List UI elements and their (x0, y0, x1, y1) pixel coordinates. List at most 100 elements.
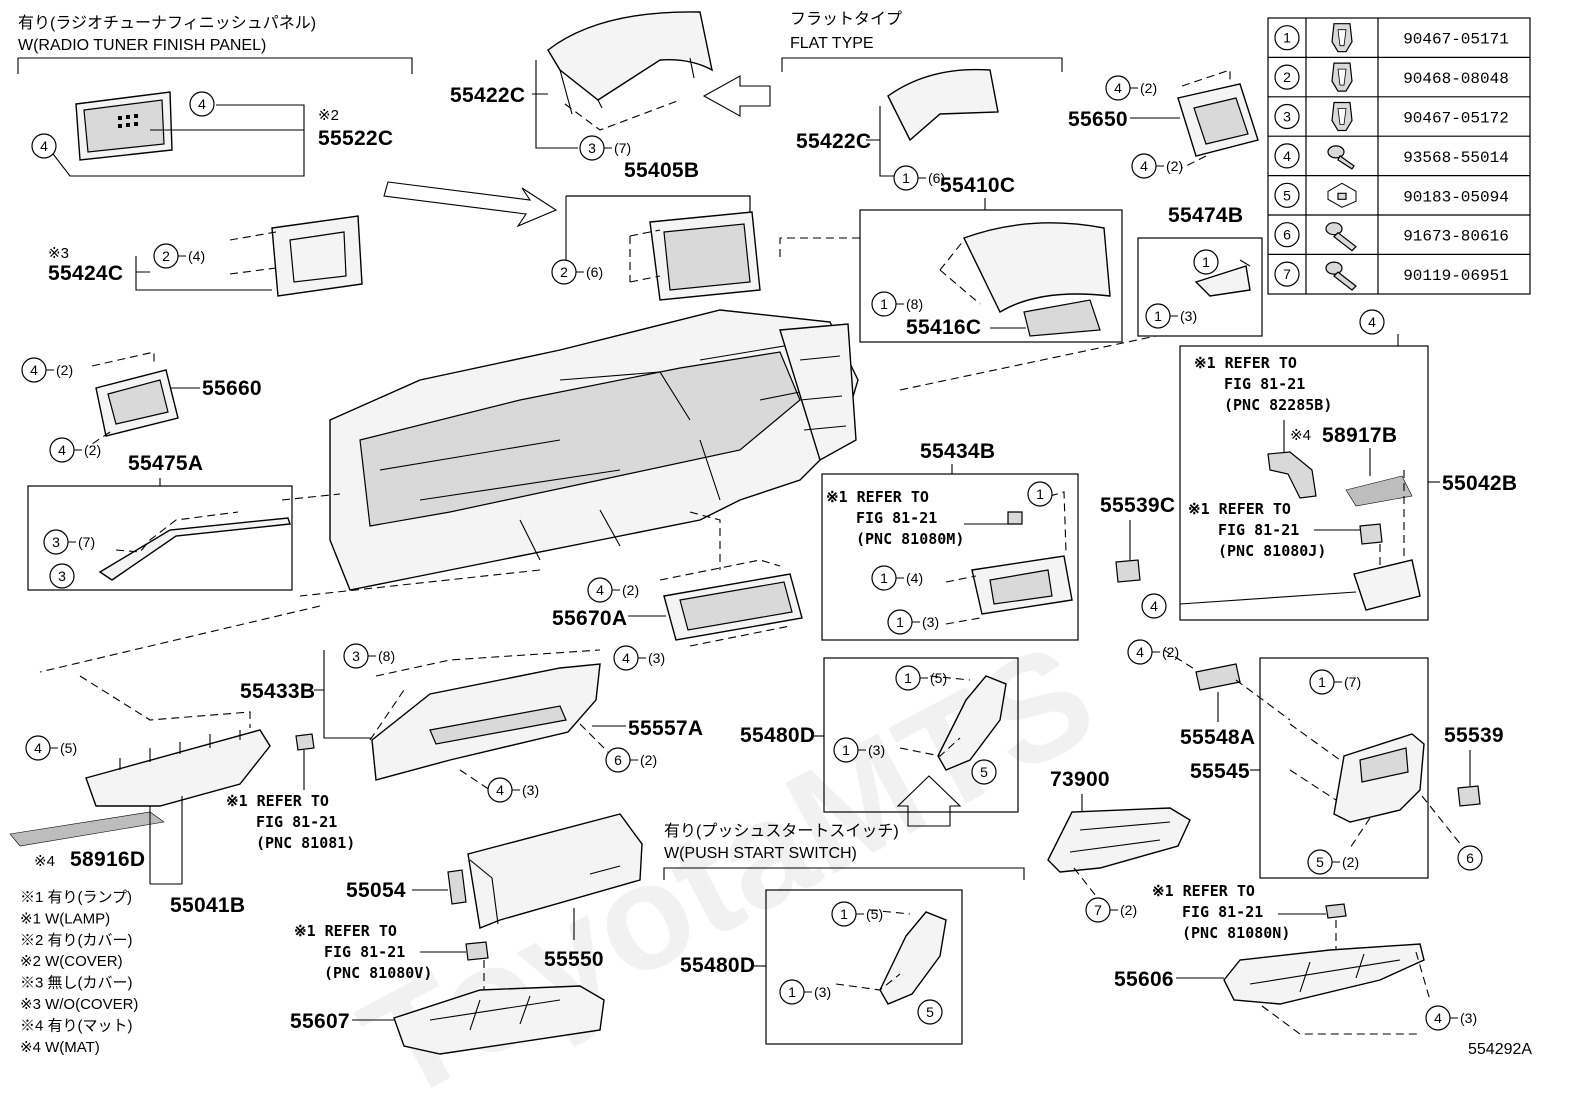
part-number-55480D-b[interactable]: 55480D (680, 954, 755, 977)
callout: 1 (1193, 249, 1219, 275)
garnish-part[interactable] (1194, 265, 1251, 297)
damper-part[interactable] (447, 869, 467, 905)
callout-number: 4 (496, 782, 504, 798)
knee-airbag-part[interactable] (1047, 807, 1191, 873)
dash (115, 511, 239, 553)
lower-center-cover-part[interactable] (1223, 943, 1425, 1005)
part-number-55557A[interactable]: 55557A (628, 717, 703, 740)
legend-note: ※1 有り(ランプ) (20, 889, 132, 906)
mat-58916D-part[interactable] (9, 811, 165, 847)
lamp-81080N-part[interactable] (1325, 903, 1347, 919)
refer-note-line: (PNC 81080M) (856, 530, 964, 548)
part-number-55650[interactable]: 55650 (1068, 108, 1128, 131)
part-number-55545[interactable]: 55545 (1190, 760, 1250, 783)
leader (135, 256, 272, 291)
callout: 5 (971, 759, 997, 785)
part-number-55522C[interactable]: 55522C (318, 127, 393, 150)
part-number-55548A[interactable]: 55548A (1180, 726, 1255, 749)
radio-bezel-part[interactable] (649, 211, 761, 301)
part-number-73900[interactable]: 73900 (1050, 768, 1110, 791)
part-number-55539C[interactable]: 55539C (1100, 494, 1175, 517)
dash (1181, 69, 1231, 169)
side-register-right-part[interactable] (1177, 83, 1259, 157)
callout-number: 5 (1316, 854, 1324, 870)
mat-58917B-part[interactable] (1345, 475, 1413, 507)
glove-lower-cover-part[interactable] (393, 985, 605, 1055)
refer-note-line: ※1 REFER TO (1194, 354, 1297, 372)
callout: 7(2) (1085, 897, 1137, 923)
part-number-55042B[interactable]: 55042B (1442, 472, 1517, 495)
lower-center-panel-part[interactable] (1333, 733, 1425, 823)
part-number-55606[interactable]: 55606 (1114, 968, 1174, 991)
part-number-55433B[interactable]: 55433B (240, 680, 315, 703)
lamp-82285B-part[interactable] (1267, 451, 1317, 499)
part-number-55480D-a[interactable]: 55480D (740, 724, 815, 747)
part-number-55660[interactable]: 55660 (202, 377, 262, 400)
part-number-55474B[interactable]: 55474B (1168, 204, 1243, 227)
callout-quantity: (6) (928, 170, 945, 186)
part-number-55422C-b[interactable]: 55422C (796, 130, 871, 153)
lamp-81080J-part[interactable] (1359, 523, 1383, 545)
part-number-55539[interactable]: 55539 (1444, 724, 1504, 747)
lower-left-panel-part[interactable] (85, 729, 271, 807)
lower-panel-part[interactable] (371, 663, 601, 781)
callout-number: 4 (34, 740, 42, 756)
callout-number: 1 (1036, 486, 1044, 502)
part-number-55416C[interactable]: 55416C (906, 316, 981, 339)
glove-box-part[interactable] (467, 813, 643, 929)
part-number-55670A[interactable]: 55670A (552, 607, 627, 630)
panel-frame-part[interactable] (271, 215, 363, 297)
bolt-icon (1325, 261, 1357, 291)
callout: 4(2) (1127, 639, 1179, 665)
part-number-55054[interactable]: 55054 (346, 879, 406, 902)
callout-number: 1 (904, 670, 912, 686)
callout: 4 (1359, 309, 1385, 335)
cluster-hood-flat-part[interactable] (887, 68, 999, 142)
push-note-en: W(PUSH START SWITCH) (664, 845, 857, 862)
part-number-55422C-a[interactable]: 55422C (450, 84, 525, 107)
meter-hood-part[interactable] (963, 222, 1111, 337)
fastener-part-number[interactable]: 90119-06951 (1403, 267, 1509, 285)
lamp-81081-part[interactable] (295, 733, 315, 751)
callout-number: 4 (1140, 158, 1148, 174)
lamp-81080V-part[interactable] (465, 941, 489, 961)
fastener-part-number[interactable]: 91673-80616 (1403, 228, 1509, 246)
garnish-left-part[interactable] (98, 517, 291, 581)
callout-quantity: (3) (1180, 308, 1197, 324)
side-register-left-part[interactable] (95, 369, 179, 437)
center-cluster-panel-part[interactable] (971, 511, 1073, 615)
part-number-55434B[interactable]: 55434B (920, 440, 995, 463)
part-number-55405B[interactable]: 55405B (624, 159, 699, 182)
radio-finish-panel-part[interactable] (75, 91, 173, 161)
fastener-part-number[interactable]: 93568-55014 (1403, 149, 1509, 167)
center-register-part[interactable] (663, 573, 803, 641)
knee-cover-part-b[interactable] (879, 911, 947, 1005)
switch-55539-part[interactable] (1457, 785, 1481, 807)
callout-circle (1359, 309, 1385, 335)
cluster-hood-part[interactable] (547, 11, 713, 115)
switch-55539C-part[interactable] (1115, 559, 1141, 583)
callout-number: 1 (840, 906, 848, 922)
part-number-55607[interactable]: 55607 (290, 1010, 350, 1033)
callout: 4(3) (1425, 1005, 1477, 1031)
part-number-55410C[interactable]: 55410C (940, 174, 1015, 197)
cover-55548A-part[interactable] (1195, 663, 1241, 691)
instrument-panel-part[interactable] (329, 309, 859, 591)
part-number-55424C[interactable]: 55424C (48, 262, 123, 285)
fastener-part-number[interactable]: 90467-05172 (1403, 110, 1509, 128)
callout-quantity: (7) (78, 534, 95, 550)
callout-quantity: (4) (906, 570, 923, 586)
part-number-55041B[interactable]: 55041B (170, 894, 245, 917)
callout-circle (1274, 143, 1300, 169)
part-number-55550[interactable]: 55550 (544, 948, 604, 971)
fastener-part-number[interactable]: 90468-08048 (1403, 70, 1509, 88)
fastener-part-number[interactable]: 90183-05094 (1403, 188, 1509, 206)
part-number-58916D[interactable]: 58916D (70, 848, 145, 871)
part-number-55475A[interactable]: 55475A (128, 452, 203, 475)
part-number-58917B[interactable]: 58917B (1322, 424, 1397, 447)
fastener-part-number[interactable]: 90467-05171 (1403, 31, 1509, 49)
lower-cover-part[interactable] (1353, 559, 1421, 611)
knee-cover-part-a[interactable] (937, 675, 1007, 771)
